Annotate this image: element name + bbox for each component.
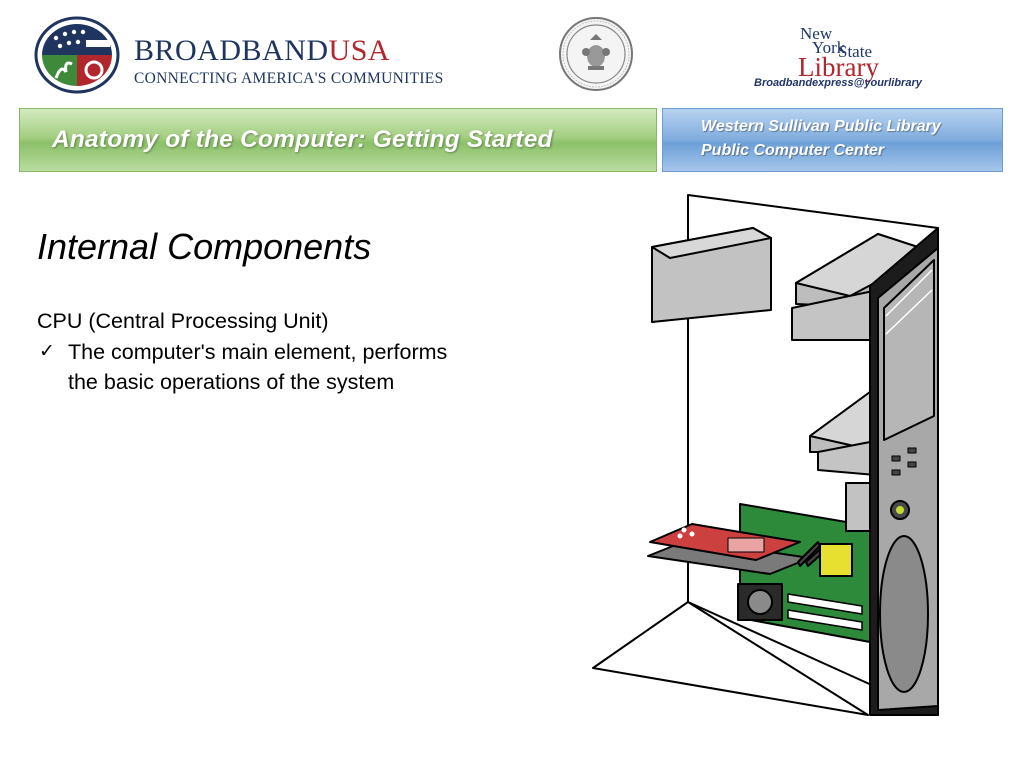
component-label: CPU (Central Processing Unit) [37,309,329,333]
location-line-2: Public Computer Center [701,142,885,159]
library-logo-york: York [812,38,846,57]
title-banner: Anatomy of the Computer: Getting Started [19,108,657,172]
check-icon: ✓ [39,340,55,362]
library-logo-library: Library [798,52,879,82]
section-heading: Internal Components [37,226,372,267]
brand-part-usa: USA [328,34,391,67]
bullet-text-line-1: The computer's main element, performs [68,340,448,364]
location-line-1: Western Sullivan Public Library [701,118,941,135]
slide-title: Anatomy of the Computer: Getting Started [52,126,553,153]
location-banner: Western Sullivan Public Library Public C… [662,108,1003,172]
computer-tower-internal-icon [592,194,939,716]
brand-part-broadband: BROADBAND [134,34,329,67]
library-email: Broadbandexpress@yourlibrary [754,77,922,89]
library-logo-new: New [800,24,833,43]
library-logo-state: State [838,42,872,61]
broadbandusa-tagline: CONNECTING AMERICA'S COMMUNITIES [134,70,444,87]
state-seal-icon [559,17,633,91]
broadbandusa-logo-icon [34,16,120,94]
broadbandusa-wordmark: BROADBANDUSA [134,36,390,66]
bullet-text-line-2: the basic operations of the system [68,370,395,394]
